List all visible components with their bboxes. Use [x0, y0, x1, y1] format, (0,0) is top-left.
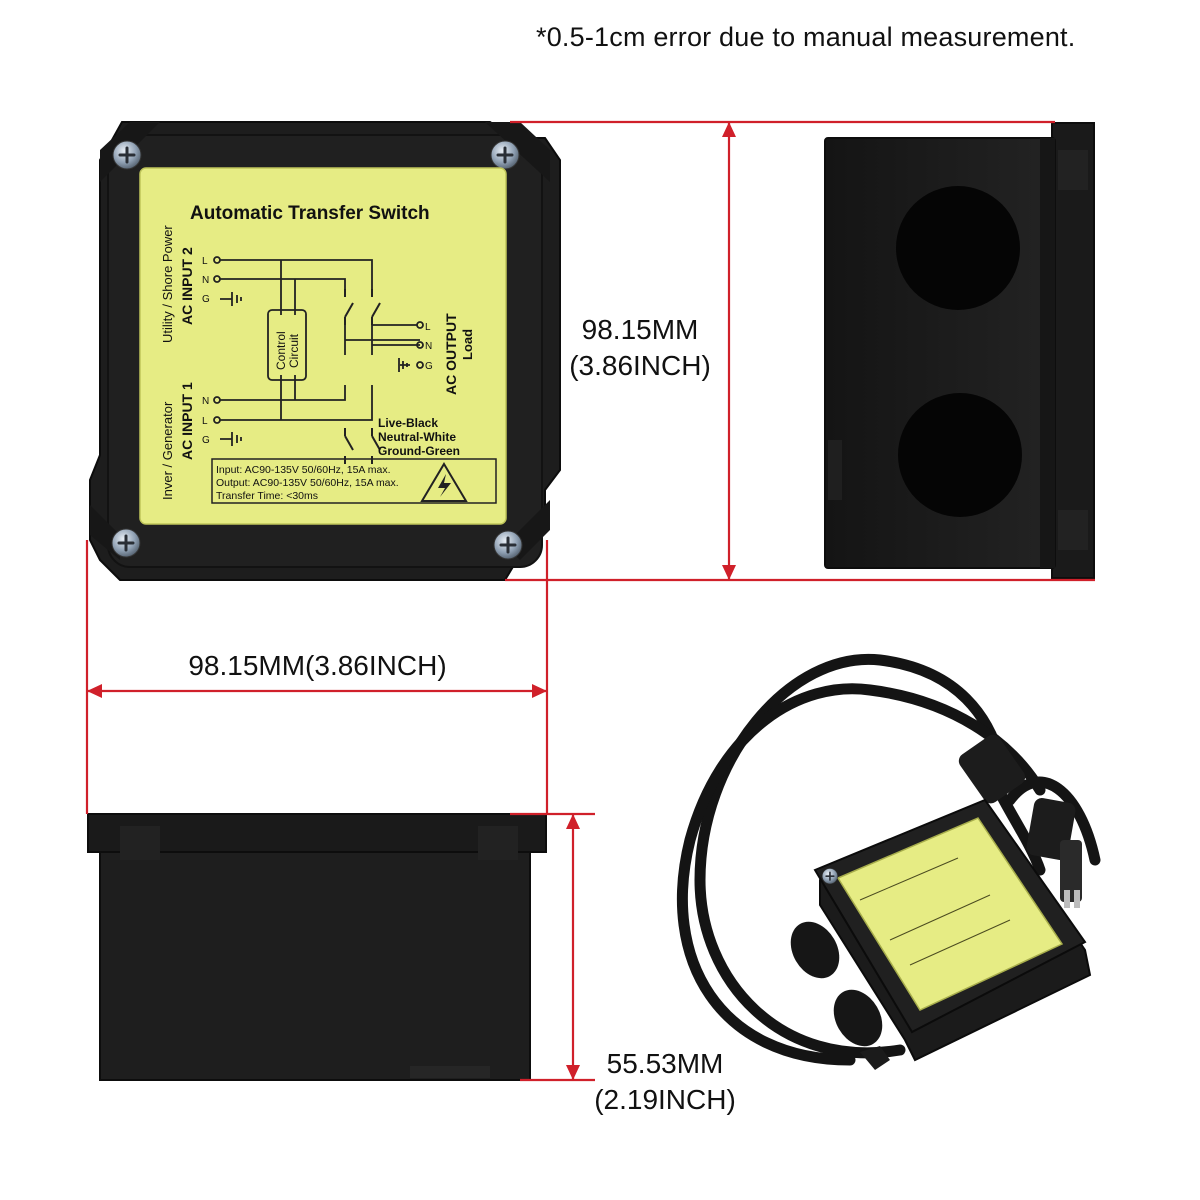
screw-icon [492, 529, 524, 561]
high-voltage-warning-icon [420, 462, 468, 502]
screw-icon [489, 139, 521, 171]
depth-dimension-label: 55.53MM (2.19INCH) [580, 1046, 750, 1118]
spec-transfer: Transfer Time: <30ms [216, 490, 318, 502]
spec-output: Output: AC90-135V 50/60Hz, 15A max. [216, 477, 399, 489]
width-value: 98.15MM(3.86INCH) [188, 650, 447, 681]
height-inch: (3.86INCH) [569, 350, 711, 381]
output-name: AC OUTPUT [443, 313, 459, 395]
product-photo-perspective [677, 653, 1101, 1070]
measurement-note: *0.5-1cm error due to manual measurement… [536, 22, 1076, 52]
terminal-g: G [202, 435, 210, 446]
front-view: Automatic Transfer Switch Utility / Shor… [89, 121, 561, 581]
terminal-g: G [425, 361, 433, 372]
cable-port [896, 186, 1020, 310]
spec-input: Input: AC90-135V 50/60Hz, 15A max. [216, 464, 391, 476]
terminal-g: G [202, 294, 210, 305]
screw-icon [821, 867, 839, 885]
wire-live: Live-Black [378, 416, 438, 430]
width-dimension-label: 98.15MM(3.86INCH) [150, 648, 485, 684]
terminal-l: L [425, 322, 431, 333]
cable-port [898, 393, 1022, 517]
wire-ground: Ground-Green [378, 444, 460, 458]
depth-mm: 55.53MM [606, 1048, 724, 1079]
control-circuit-box [267, 309, 307, 381]
depth-inch: (2.19INCH) [594, 1084, 736, 1115]
terminal-l: L [202, 416, 208, 427]
spec-box [211, 458, 497, 504]
terminal-n: N [425, 341, 432, 352]
product-label: Automatic Transfer Switch Utility / Shor… [139, 167, 507, 525]
control-label: Control [274, 331, 288, 370]
wiring-schematic [213, 256, 424, 446]
terminal-n: N [202, 275, 209, 286]
control-label: Circuit [287, 333, 301, 368]
height-dimension-label: 98.15MM (3.86INCH) [555, 312, 725, 384]
screw-icon [110, 527, 142, 559]
wire-neutral: Neutral-White [378, 430, 456, 444]
input2-source: Utility / Shore Power [160, 225, 175, 343]
screw-icon [111, 139, 143, 171]
terminal-n: N [202, 396, 209, 407]
output-load: Load [460, 329, 475, 360]
side-view-depth [87, 813, 547, 1081]
height-mm: 98.15MM [581, 314, 699, 345]
dimension-lines [85, 120, 1095, 1082]
input2-name: AC INPUT 2 [179, 247, 195, 325]
input1-name: AC INPUT 1 [179, 382, 195, 460]
side-view-cable-ports [824, 122, 1095, 579]
label-title: Automatic Transfer Switch [190, 203, 430, 224]
terminal-l: L [202, 256, 208, 267]
input1-source: Inver / Generator [160, 401, 175, 500]
